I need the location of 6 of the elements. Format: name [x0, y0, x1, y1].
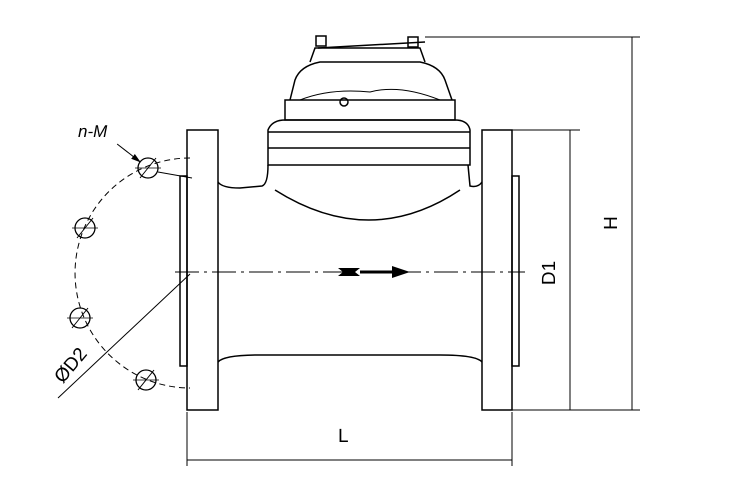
leader-line	[116, 144, 141, 162]
dimension-label: D1	[539, 260, 562, 286]
dimension-label: H	[600, 216, 623, 230]
callout-label: n-M	[78, 122, 108, 142]
dimension-label: L	[338, 426, 349, 448]
bolt-hole	[135, 156, 161, 180]
